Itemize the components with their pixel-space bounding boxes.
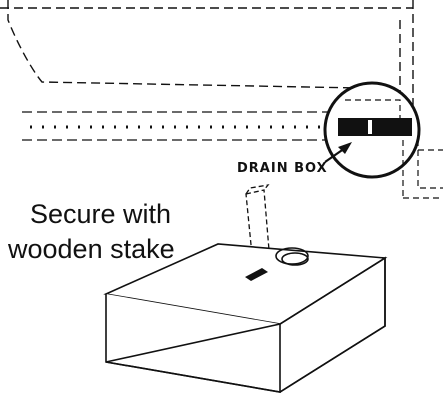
drain-box-body — [338, 118, 412, 136]
round-hole — [275, 247, 309, 266]
callout-arrow — [324, 142, 352, 163]
stake-hole — [245, 268, 268, 281]
caption-line-2: wooden stake — [8, 234, 175, 264]
drain-pipe — [402, 140, 443, 199]
drain-box-detail — [323, 81, 421, 179]
drain-box-label: DRAIN BOX — [237, 161, 328, 176]
concrete-block — [103, 243, 388, 393]
drain-box-slot — [368, 120, 372, 134]
caption-line-1: Secure with — [30, 199, 172, 229]
